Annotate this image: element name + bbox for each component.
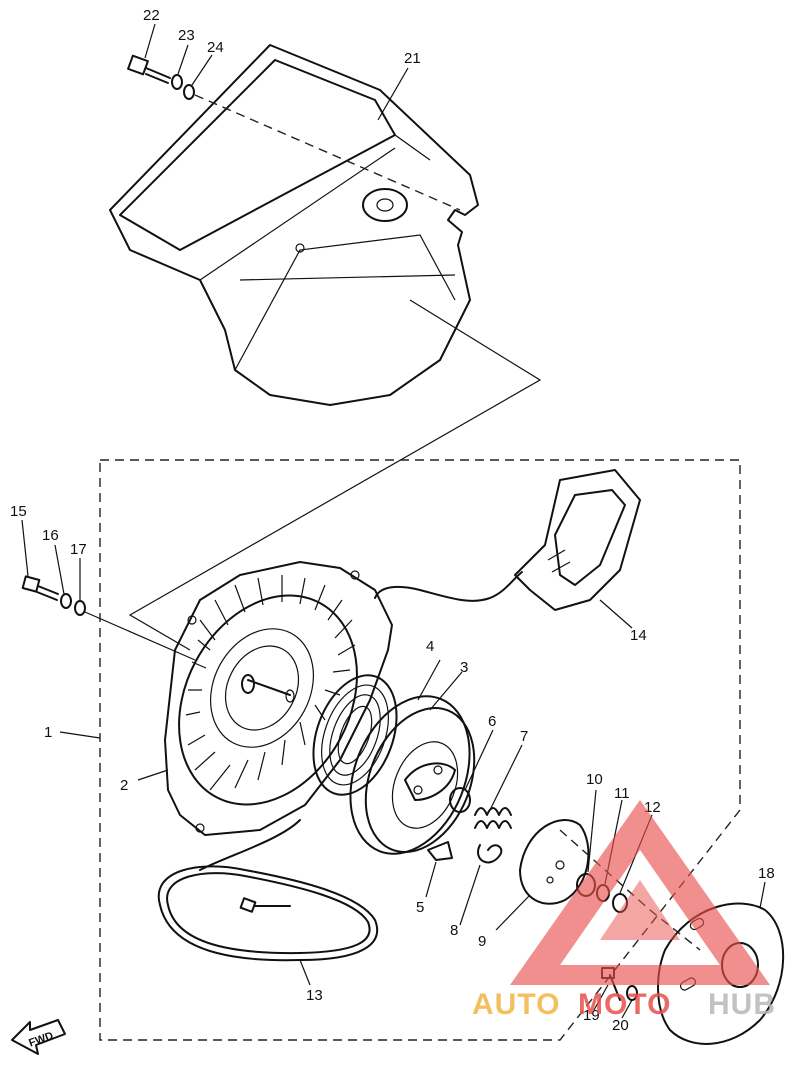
washer-part-17 [74, 600, 86, 616]
callout-17: 17 [70, 541, 87, 558]
bolt-part-22 [127, 54, 171, 84]
washer-part-16 [60, 593, 72, 609]
washer-part-24 [183, 84, 195, 100]
starter-handle-part-14 [374, 469, 641, 611]
callout-22: 22 [143, 7, 160, 24]
callout-9: 9 [478, 933, 486, 950]
fwd-label: FWD [27, 1030, 55, 1050]
spring-part-7 [474, 807, 512, 829]
callout-7: 7 [520, 728, 528, 745]
callout-16: 16 [42, 527, 59, 544]
callout-23: 23 [178, 27, 195, 44]
spring-clip-part-8 [477, 844, 503, 864]
watermark-text-auto: AUTO [472, 988, 560, 1021]
reel-pulley-part-3 [349, 695, 476, 855]
assembly-boundary [99, 459, 741, 1041]
alignment-line-upper [194, 94, 461, 211]
watermark-triangle-icon [510, 800, 770, 985]
bolt-part-15 [21, 575, 59, 601]
callout-2: 2 [120, 777, 128, 794]
forward-direction-arrow: FWD [11, 1019, 66, 1055]
callout-18: 18 [758, 865, 775, 882]
callout-21: 21 [404, 50, 421, 67]
recoil-spring-part-4 [312, 674, 398, 796]
fan-shroud-part-21 [109, 44, 479, 406]
callout-14: 14 [630, 627, 647, 644]
callout-5: 5 [416, 899, 424, 916]
watermark-logo: AUTO MOTO HUB [472, 800, 776, 1021]
callout-19: 19 [583, 1007, 600, 1024]
callout-20: 20 [612, 1017, 629, 1034]
leader-lines [21, 23, 766, 1019]
washer-part-6 [449, 787, 471, 813]
callout-numbers: 1 2 3 4 5 6 7 8 9 10 11 12 13 14 15 16 1… [10, 7, 775, 1034]
starter-rope-part-13 [157, 819, 378, 962]
alignment-line-mount [128, 299, 542, 651]
washer-part-23 [171, 74, 183, 90]
callout-3: 3 [460, 659, 468, 676]
callout-1: 1 [44, 724, 52, 741]
callout-24: 24 [207, 39, 224, 56]
callout-11: 11 [614, 785, 630, 802]
watermark-text-moto: MOTO [578, 988, 671, 1021]
watermark-text-hub: HUB [708, 988, 776, 1021]
callout-4: 4 [426, 638, 434, 655]
starter-housing-part-2 [164, 561, 393, 836]
callout-13: 13 [306, 987, 323, 1004]
callout-10: 10 [586, 771, 603, 788]
pawl-part-5 [427, 841, 453, 861]
callout-15: 15 [10, 503, 27, 520]
bolt-alignment-line [84, 611, 196, 661]
callout-8: 8 [450, 922, 458, 939]
callout-6: 6 [488, 713, 496, 730]
